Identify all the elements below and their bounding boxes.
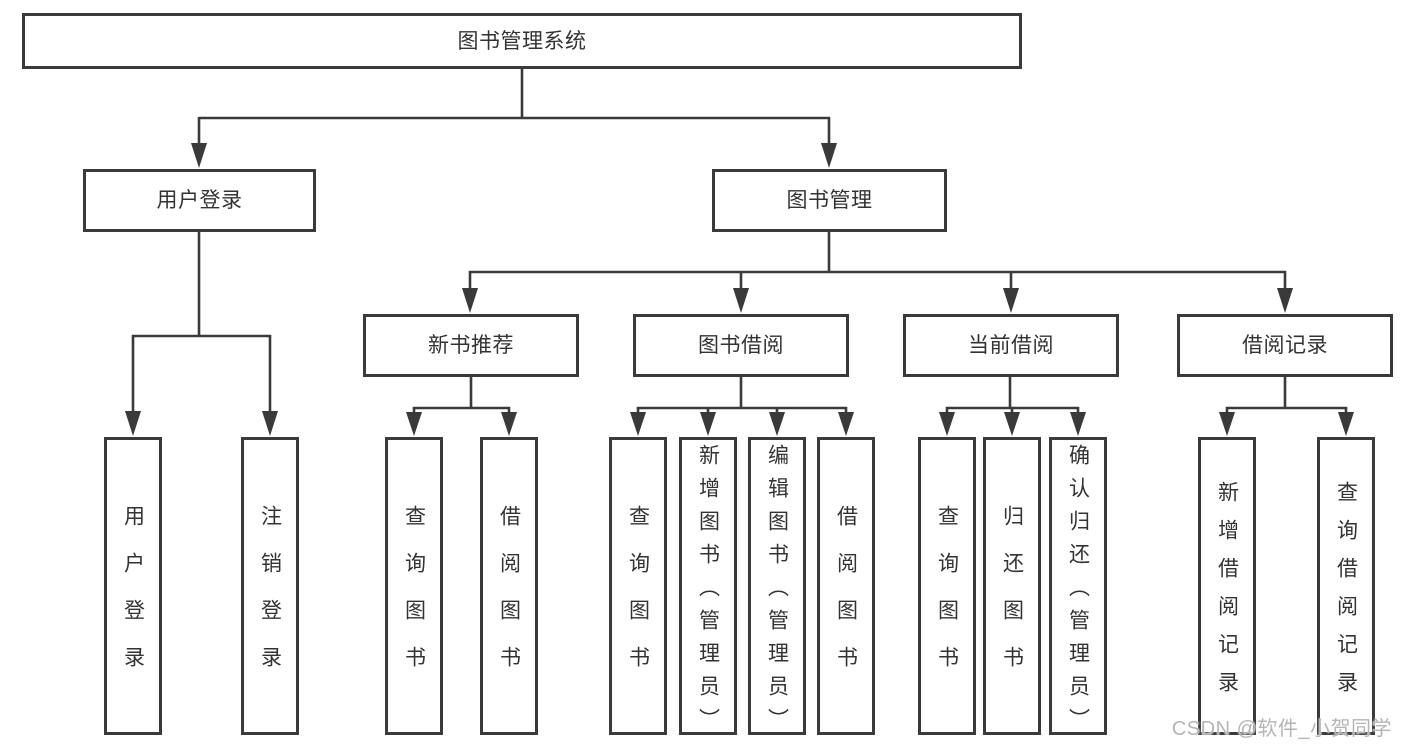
leaf-query-books-current: 查询图书 (918, 437, 976, 735)
leaf-add-book-admin: 新增图书（管理员） (679, 437, 737, 741)
node-new-book-recommend: 新书推荐 (363, 314, 579, 377)
node-label: 查询图书 (402, 505, 426, 693)
leaf-query-books-borrowing: 查询图书 (609, 437, 667, 735)
node-book-borrowing: 图书借阅 (633, 314, 849, 377)
node-current-borrowing: 当前借阅 (903, 314, 1119, 377)
watermark: CSDN @软件_小贺同学 (1171, 718, 1392, 740)
leaf-borrow-books-borrowing: 借阅图书 (817, 437, 875, 735)
node-root-library-system: 图书管理系统 (22, 13, 1022, 69)
leaf-confirm-return-admin: 确认归还（管理员） (1049, 437, 1107, 741)
node-label: 图书管理系统 (457, 29, 587, 53)
leaf-edit-book-admin: 编辑图书（管理员） (748, 437, 806, 741)
node-label: 图书借阅 (698, 334, 784, 357)
node-label: 借阅记录 (1242, 334, 1328, 357)
node-label: 图书管理 (786, 189, 873, 212)
node-label: 新书推荐 (428, 334, 514, 357)
node-label: 确认归还（管理员） (1066, 443, 1090, 741)
node-label: 查询图书 (935, 505, 959, 693)
node-label: 用户登录 (156, 189, 243, 212)
node-label: 归还图书 (1000, 505, 1024, 693)
leaf-borrow-books-recommend: 借阅图书 (480, 437, 538, 735)
node-label: 新增借阅记录 (1215, 480, 1239, 709)
leaf-logout: 注销登录 (241, 437, 299, 735)
leaf-query-borrow-record: 查询借阅记录 (1317, 437, 1375, 735)
node-label: 借阅图书 (834, 505, 858, 693)
node-label: 用户登录 (121, 505, 145, 693)
node-borrowing-records: 借阅记录 (1177, 314, 1393, 377)
node-label: 编辑图书（管理员） (765, 443, 789, 741)
node-user-login: 用户登录 (83, 169, 316, 232)
leaf-user-login: 用户登录 (104, 437, 162, 735)
leaf-return-book: 归还图书 (983, 437, 1041, 735)
node-label: 新增图书（管理员） (696, 443, 720, 741)
node-label: 注销登录 (258, 505, 282, 693)
leaf-query-books-recommend: 查询图书 (385, 437, 443, 735)
node-label: 查询借阅记录 (1334, 480, 1358, 709)
node-book-management: 图书管理 (712, 169, 947, 232)
node-label: 查询图书 (626, 505, 650, 693)
leaf-add-borrow-record: 新增借阅记录 (1198, 437, 1256, 735)
node-label: 当前借阅 (968, 334, 1054, 357)
node-label: 借阅图书 (497, 505, 521, 693)
